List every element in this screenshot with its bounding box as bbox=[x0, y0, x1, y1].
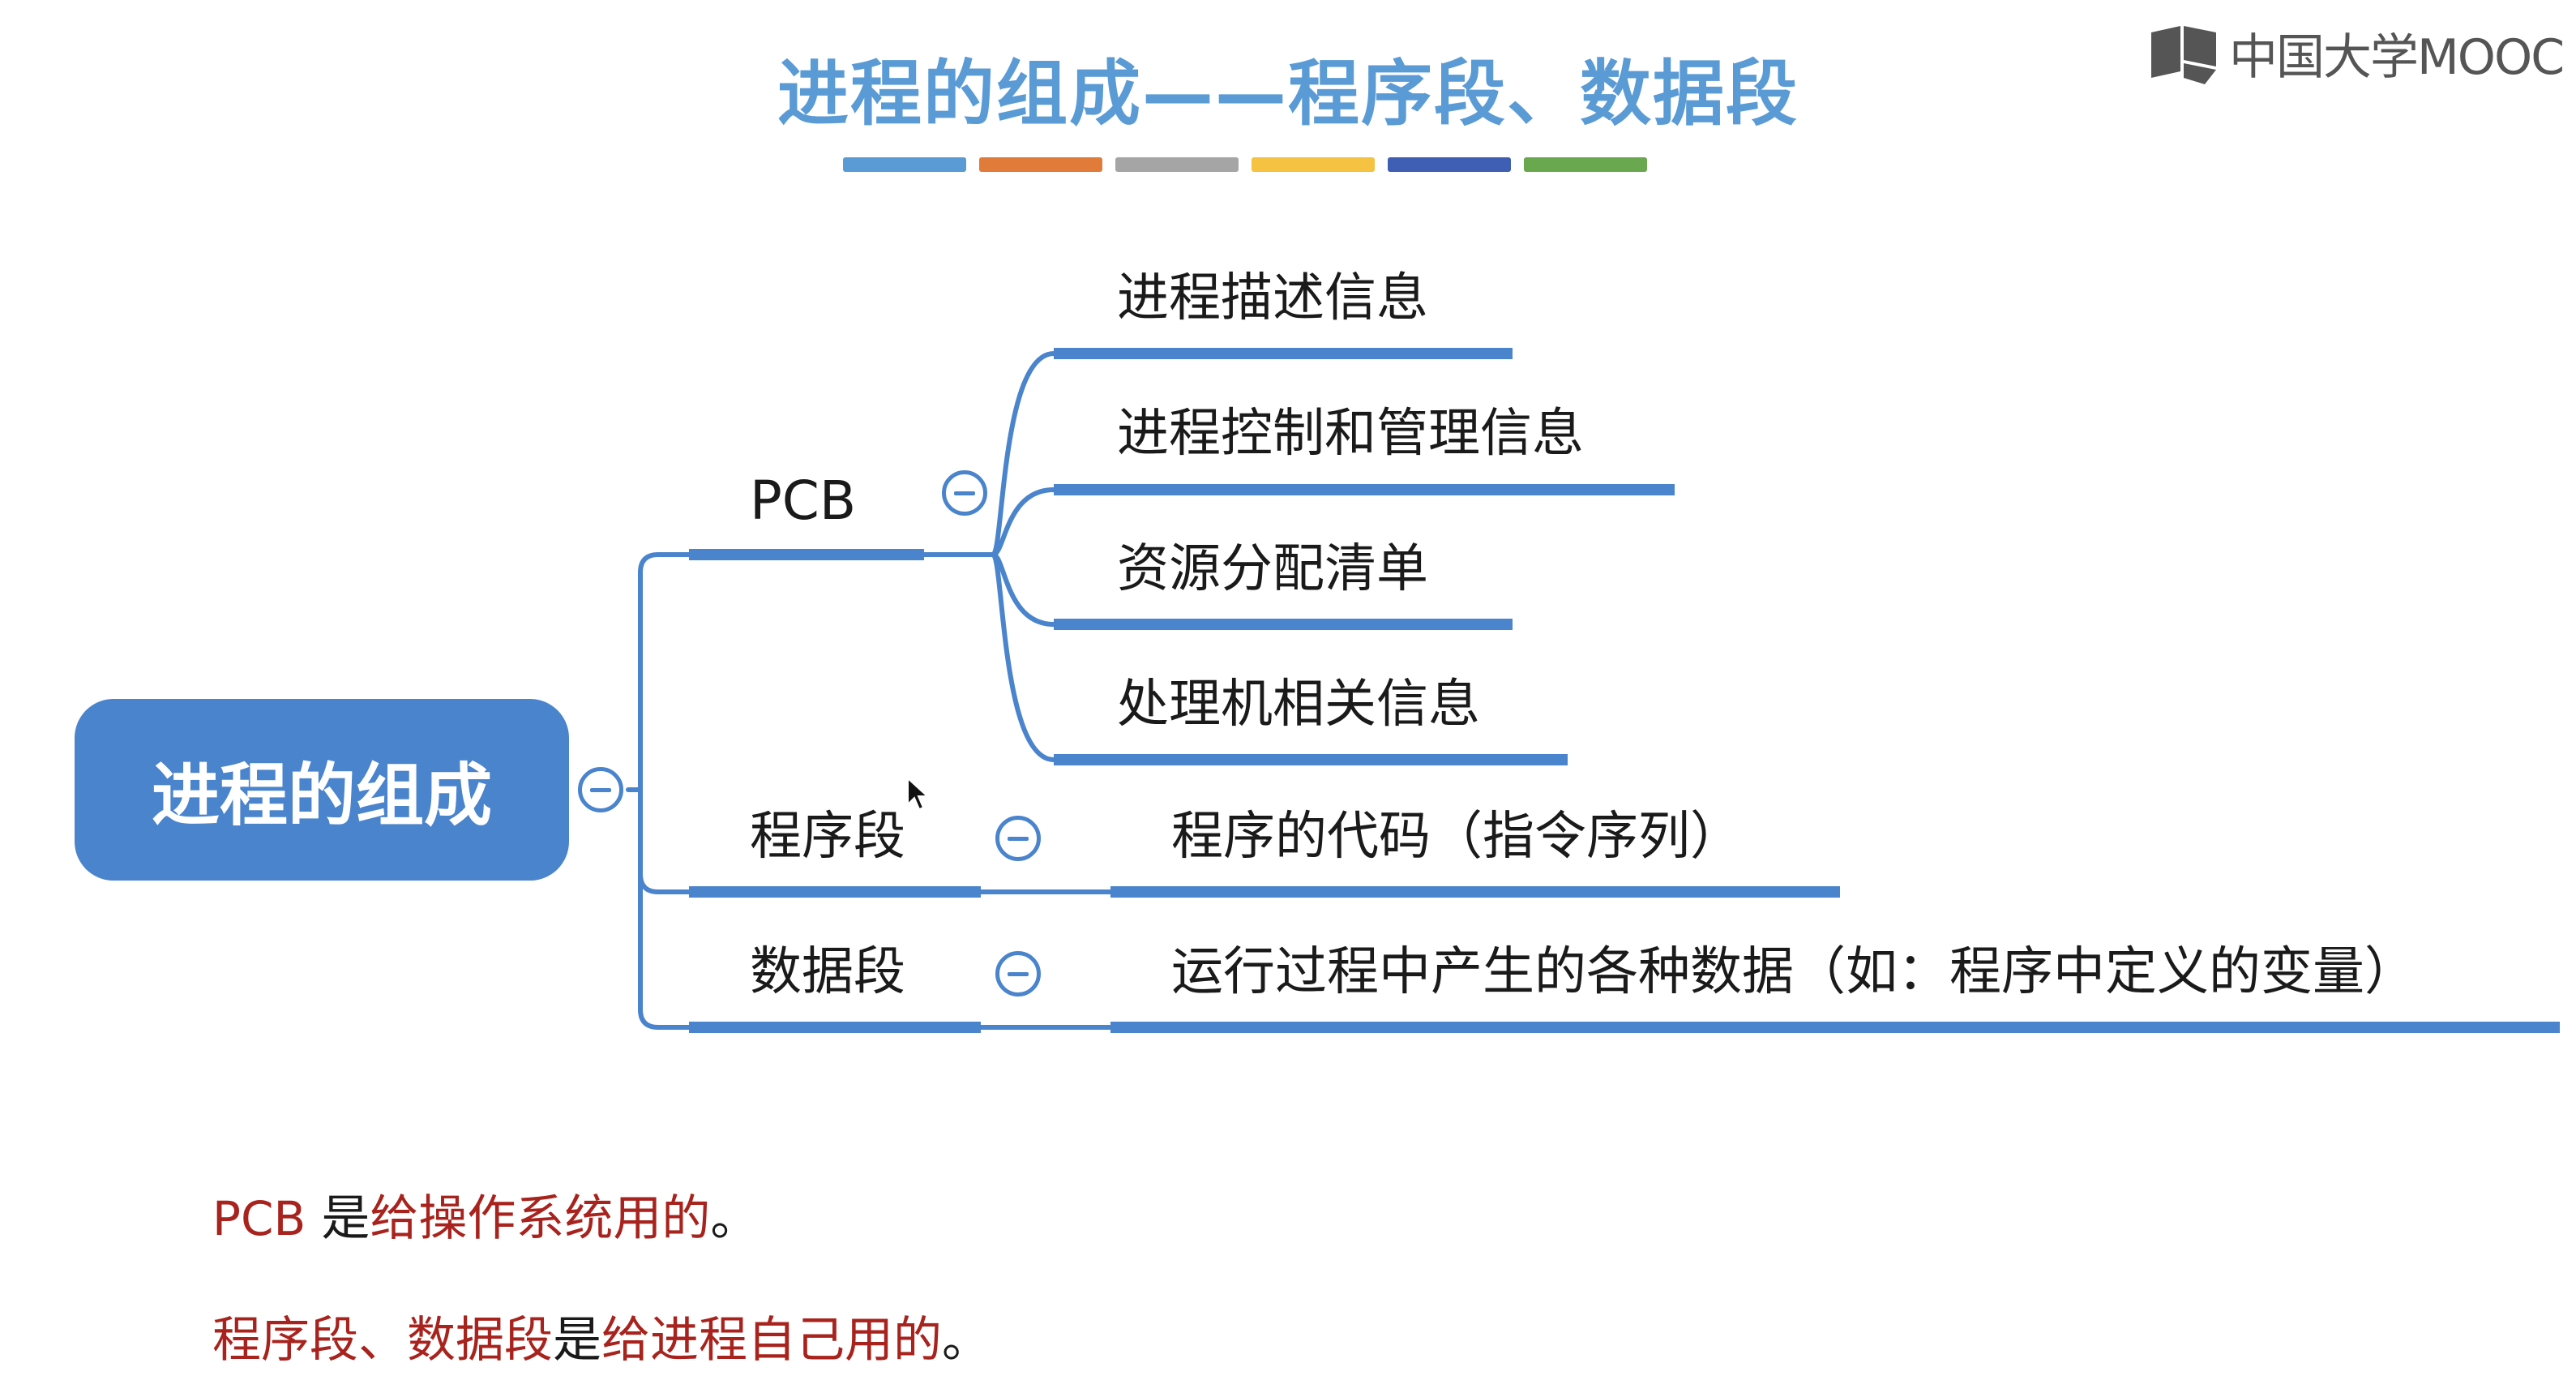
root-collapse-button[interactable] bbox=[578, 767, 623, 812]
branch-program-segment[interactable]: 程序段 bbox=[750, 807, 905, 867]
title-accent-bars bbox=[843, 157, 1647, 172]
data-segment-collapse-button[interactable] bbox=[995, 951, 1041, 997]
note-segment-verb: 是 bbox=[553, 1312, 601, 1369]
logo-text: 中国大学MOOC bbox=[2229, 29, 2565, 86]
accent-bar-yellow bbox=[1252, 157, 1375, 172]
accent-bar-blue bbox=[843, 157, 966, 172]
mouse-cursor-icon bbox=[907, 777, 930, 811]
leaf-process-control[interactable]: 进程控制和管理信息 bbox=[1117, 404, 1584, 464]
minus-icon bbox=[1008, 971, 1029, 976]
minus-icon bbox=[954, 491, 975, 495]
note-segment-purpose: 给进程自己用的 bbox=[601, 1312, 942, 1369]
minus-icon bbox=[1008, 836, 1029, 841]
note-segment-usage: 程序段、数据段是给进程自己用的。 bbox=[212, 1316, 991, 1365]
accent-bar-gray bbox=[1115, 157, 1239, 172]
minus-icon bbox=[590, 787, 611, 792]
branch-pcb[interactable]: PCB bbox=[750, 469, 857, 532]
pcb-collapse-button[interactable] bbox=[942, 470, 987, 516]
note-pcb-verb: 是 bbox=[306, 1190, 370, 1247]
leaf-processor-info[interactable]: 处理机相关信息 bbox=[1117, 675, 1480, 735]
branch-data-segment[interactable]: 数据段 bbox=[750, 942, 905, 1002]
note-segment-period: 。 bbox=[942, 1312, 991, 1369]
note-pcb-purpose: 给操作系统用的 bbox=[370, 1190, 711, 1247]
accent-bar-orange bbox=[979, 157, 1102, 172]
leaf-program-code[interactable]: 程序的代码（指令序列） bbox=[1171, 807, 1742, 867]
note-pcb-term: PCB bbox=[212, 1191, 306, 1246]
leaf-process-description[interactable]: 进程描述信息 bbox=[1117, 268, 1428, 328]
mindmap-root-node[interactable]: 进程的组成 bbox=[75, 699, 569, 881]
program-segment-collapse-button[interactable] bbox=[995, 816, 1041, 861]
accent-bar-green bbox=[1524, 157, 1647, 172]
note-pcb-usage: PCB 是给操作系统用的。 bbox=[212, 1194, 759, 1243]
mooc-logo: 中国大学MOOC bbox=[2148, 18, 2565, 88]
note-pcb-period: 。 bbox=[710, 1190, 760, 1247]
accent-bar-navy bbox=[1388, 157, 1511, 172]
note-segment-term: 程序段、数据段 bbox=[212, 1312, 553, 1369]
slide-title: 进程的组成——程序段、数据段 bbox=[777, 52, 1799, 135]
leaf-runtime-data[interactable]: 运行过程中产生的各种数据（如：程序中定义的变量） bbox=[1171, 942, 2416, 1002]
mooc-book-icon bbox=[2151, 25, 2216, 84]
leaf-resource-list[interactable]: 资源分配清单 bbox=[1117, 539, 1428, 599]
